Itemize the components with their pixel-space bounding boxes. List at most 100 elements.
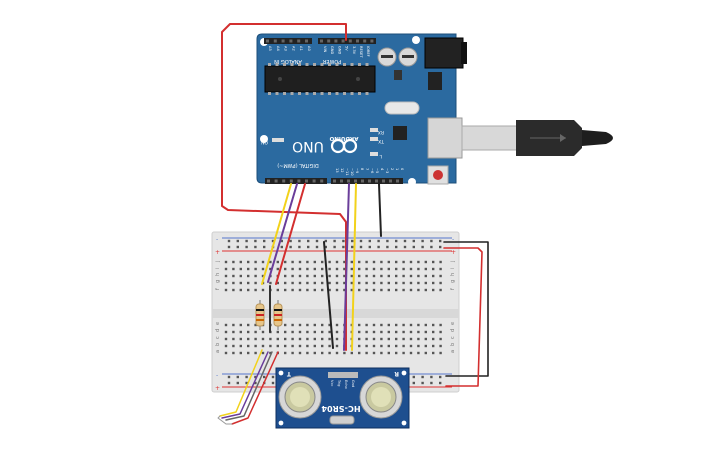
breadboard-hole[interactable] [284,351,287,355]
rail-hole[interactable] [271,381,275,385]
wire-black-sensor-gnd[interactable] [323,241,334,349]
breadboard-hole[interactable] [298,260,302,264]
breadboard-hole[interactable] [224,267,228,271]
header-pin[interactable] [333,179,336,183]
breadboard-hole[interactable] [306,288,309,292]
breadboard-hole[interactable] [372,274,376,278]
rail-hole[interactable] [271,239,275,243]
breadboard-hole[interactable] [395,330,398,334]
breadboard-hole[interactable] [387,337,390,341]
breadboard-hole[interactable] [291,260,294,264]
breadboard-hole[interactable] [409,323,413,327]
breadboard-hole[interactable] [409,351,413,355]
breadboard-hole[interactable] [254,337,257,341]
rail-hole[interactable] [236,381,239,385]
rail-hole[interactable] [412,375,415,379]
breadboard-hole[interactable] [232,337,235,341]
rail-hole[interactable] [324,245,327,249]
breadboard-hole[interactable] [335,323,339,327]
rail-hole[interactable] [333,239,336,243]
wire-yellow-d10[interactable] [351,183,357,351]
breadboard-hole[interactable] [232,260,235,264]
breadboard-hole[interactable] [247,337,250,341]
rail-hole[interactable] [227,239,231,243]
breadboard-hole[interactable] [224,260,228,264]
breadboard-hole[interactable] [298,337,302,341]
rail-hole[interactable] [439,239,442,243]
breadboard-hole[interactable] [224,351,228,355]
breadboard-hole[interactable] [395,323,398,327]
breadboard-hole[interactable] [395,344,398,348]
breadboard-hole[interactable] [402,288,405,292]
breadboard-hole[interactable] [335,274,339,278]
breadboard-hole[interactable] [380,260,383,264]
header-pin[interactable] [312,179,316,183]
rail-hole[interactable] [395,239,398,243]
rail-hole[interactable] [359,239,363,243]
breadboard-hole[interactable] [417,281,420,285]
header-pin[interactable] [289,39,293,43]
reset-button-cap[interactable] [433,170,443,180]
breadboard-hole[interactable] [358,274,361,278]
breadboard-hole[interactable] [239,323,242,327]
breadboard-hole[interactable] [424,351,427,355]
breadboard-hole[interactable] [335,330,339,334]
rail-hole[interactable] [421,375,424,379]
breadboard-hole[interactable] [321,337,324,341]
rail-hole[interactable] [351,239,354,243]
breadboard-hole[interactable] [365,267,368,271]
breadboard-hole[interactable] [328,337,331,341]
breadboard-hole[interactable] [224,274,228,278]
breadboard-hole[interactable] [343,267,346,271]
breadboard-hole[interactable] [424,260,427,264]
breadboard-hole[interactable] [424,274,427,278]
rail-hole[interactable] [245,381,248,385]
breadboard-hole[interactable] [291,288,294,292]
breadboard-hole[interactable] [395,337,398,341]
digital-header-right[interactable] [331,178,403,184]
breadboard-hole[interactable] [350,351,353,355]
rail-hole[interactable] [315,245,319,249]
breadboard-hole[interactable] [247,323,250,327]
breadboard-hole[interactable] [276,344,279,348]
breadboard-hole[interactable] [306,351,309,355]
breadboard-hole[interactable] [372,344,376,348]
breadboard-hole[interactable] [402,323,405,327]
header-pin[interactable] [368,179,371,183]
rail-hole[interactable] [227,381,231,385]
breadboard-hole[interactable] [284,260,287,264]
breadboard-hole[interactable] [409,344,413,348]
breadboard-hole[interactable] [380,344,383,348]
breadboard-hole[interactable] [424,344,427,348]
breadboard-hole[interactable] [306,281,309,285]
breadboard-hole[interactable] [313,260,316,264]
breadboard-hole[interactable] [387,260,390,264]
breadboard-hole[interactable] [358,337,361,341]
breadboard-hole[interactable] [365,344,368,348]
header-pin[interactable] [274,179,278,183]
wire-purple-d3[interactable] [267,183,298,283]
breadboard-hole[interactable] [254,351,257,355]
rail-hole[interactable] [430,245,433,249]
wire-red-led[interactable] [231,351,279,425]
breadboard-hole[interactable] [284,337,287,341]
sensor-header[interactable] [328,372,358,378]
rail-hole[interactable] [439,245,442,249]
wire-yellow-led[interactable] [219,349,263,417]
rail-hole[interactable] [359,245,363,249]
breadboard-hole[interactable] [424,267,427,271]
header-pin[interactable] [361,179,364,183]
breadboard-hole[interactable] [232,323,235,327]
rail-hole[interactable] [254,381,257,385]
rail-hole[interactable] [289,245,292,249]
breadboard-hole[interactable] [372,267,376,271]
header-pin[interactable] [282,179,286,183]
rail-hole[interactable] [298,245,301,249]
breadboard-hole[interactable] [387,330,390,334]
breadboard-hole[interactable] [365,330,368,334]
breadboard-hole[interactable] [439,323,442,327]
breadboard-hole[interactable] [350,267,353,271]
breadboard-hole[interactable] [298,274,302,278]
rail-hole[interactable] [227,375,231,379]
breadboard-hole[interactable] [380,337,383,341]
